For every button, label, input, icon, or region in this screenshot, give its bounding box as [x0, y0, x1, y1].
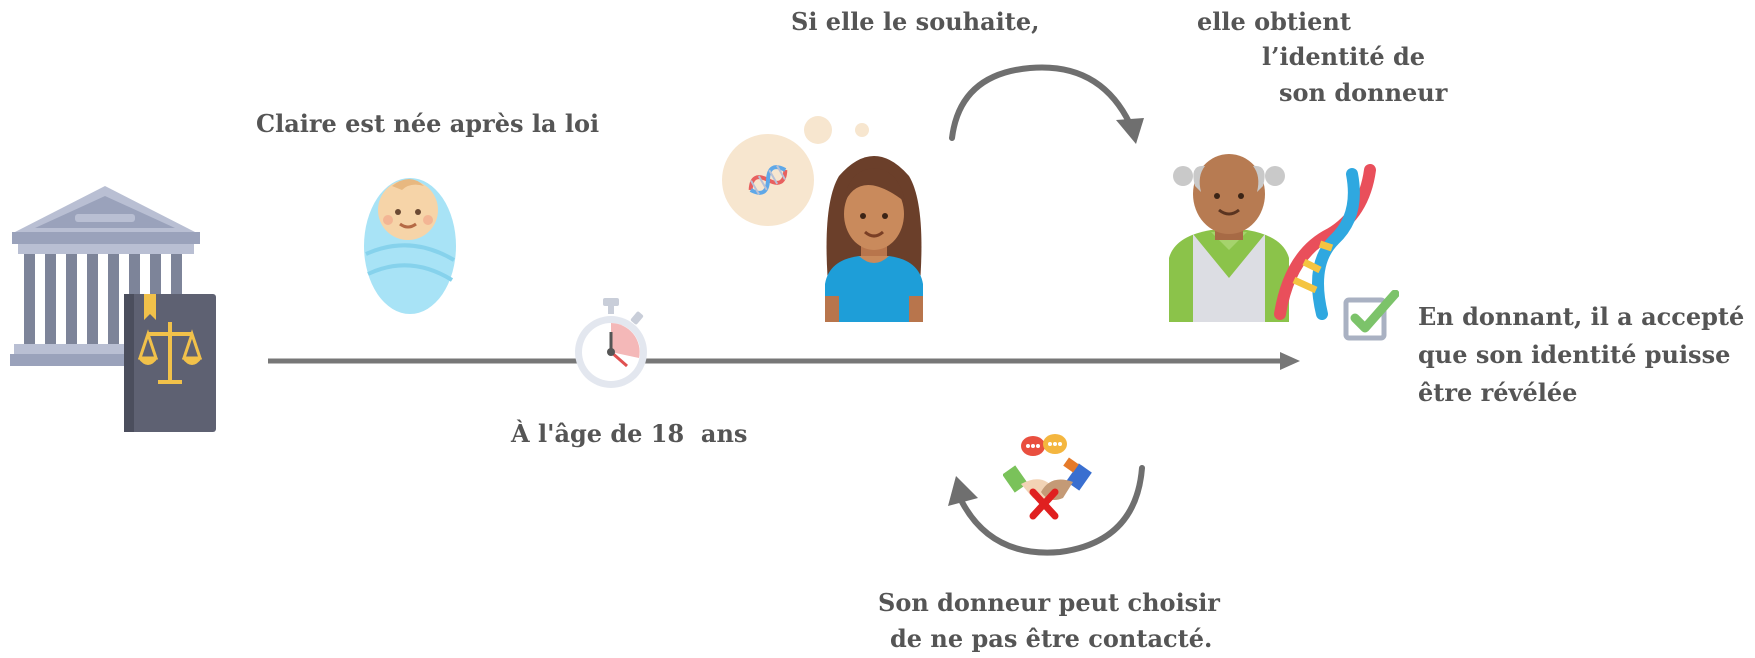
age-label: À l'âge de 18 ans — [511, 419, 748, 448]
refuse-label-line2: de ne pas être contacté. — [890, 624, 1213, 653]
baby-icon — [364, 178, 456, 314]
obtain-label-line2: l’identité de — [1262, 42, 1426, 71]
accept-label-line3: être révélée — [1418, 378, 1578, 407]
accept-label-line2: que son identité puisse — [1418, 340, 1731, 369]
checkbox-checked-icon — [1343, 290, 1399, 341]
dna-thought-bubble-icon — [722, 116, 869, 226]
obtain-label-line1: elle obtient — [1197, 7, 1351, 36]
woman-icon — [825, 156, 923, 322]
wish-curved-arrow — [949, 64, 1144, 144]
elderly-man-icon — [1169, 154, 1289, 322]
wish-label: Si elle le souhaite, — [791, 7, 1040, 36]
stopwatch-icon — [575, 298, 647, 388]
obtain-label-line3: son donneur — [1279, 78, 1448, 107]
birth-label: Claire est née après la loi — [256, 109, 600, 138]
no-handshake-icon — [1003, 434, 1092, 520]
refuse-curved-arrow — [948, 465, 1145, 556]
law-court-icon — [10, 186, 216, 432]
dna-icon — [1274, 164, 1376, 320]
accept-label-line1: En donnant, il a accepté — [1418, 302, 1745, 331]
refuse-label-line1: Son donneur peut choisir — [878, 588, 1220, 617]
